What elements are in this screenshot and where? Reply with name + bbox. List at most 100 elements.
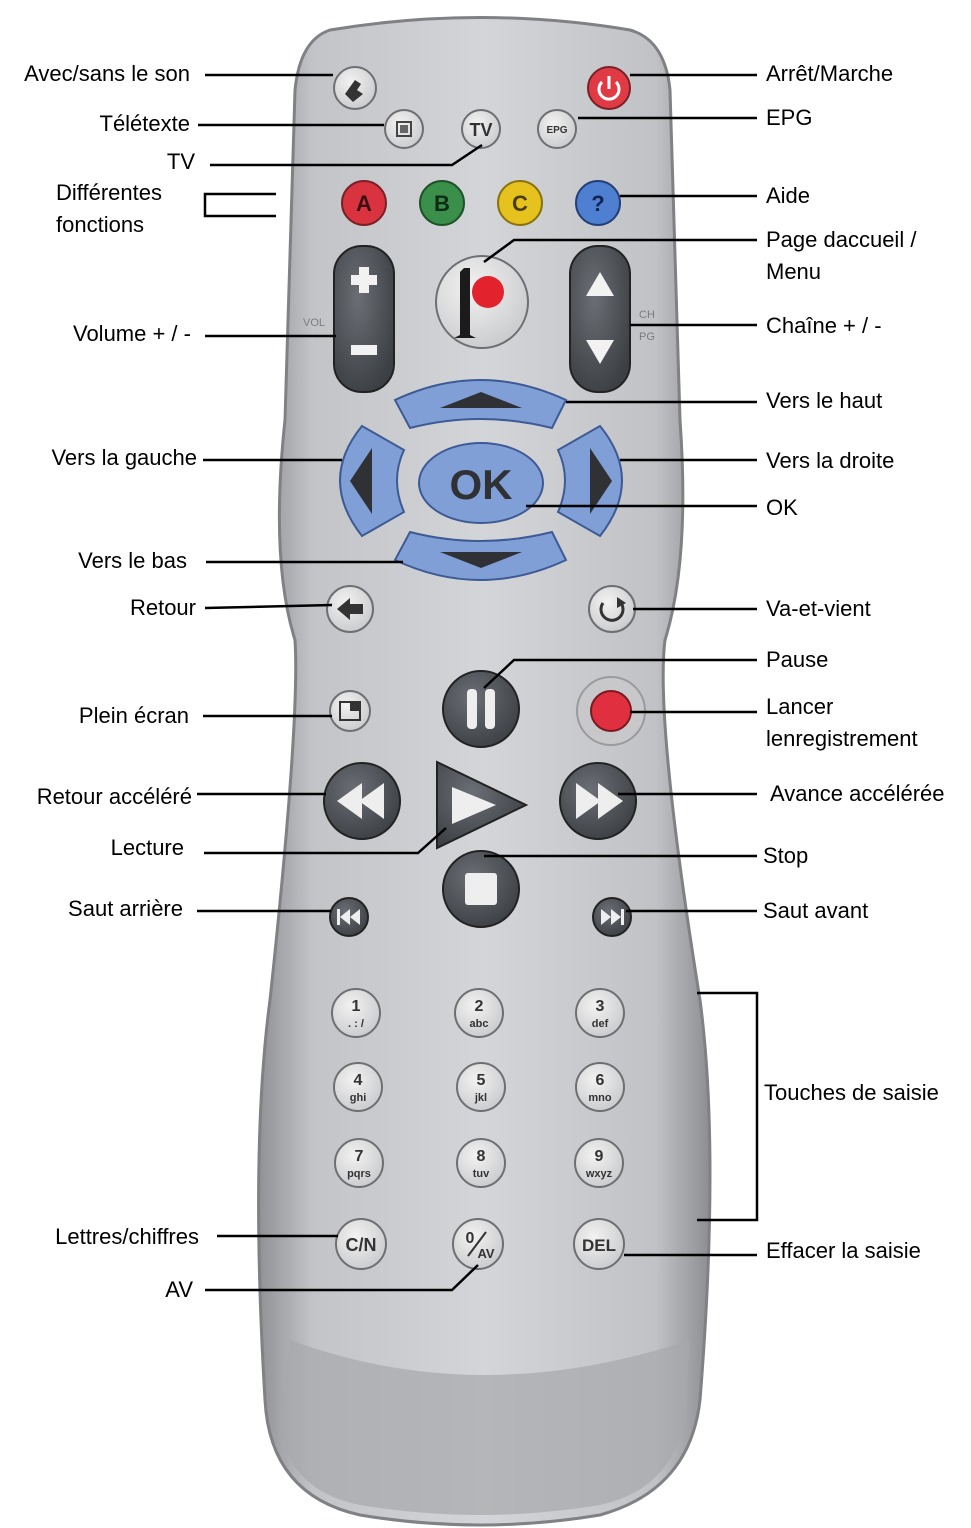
label-home-line1: Page daccueil / [766,227,917,252]
label-delete: Effacer la saisie [766,1238,921,1263]
key-8-letters: tuv [473,1168,490,1180]
record-button[interactable] [576,676,646,746]
channel-down-icon [586,340,614,364]
key-c-text: C [512,191,528,216]
fullscreen-button[interactable] [329,690,371,732]
ok-key-text: OK [450,461,513,508]
label-play: Lecture [110,835,184,860]
pause-button[interactable] [442,670,520,748]
av-key-av: AV [477,1246,494,1261]
help-button[interactable]: ? [575,180,621,226]
key-4-num: 4 [354,1072,363,1089]
key-7-num: 7 [355,1148,364,1165]
power-button[interactable] [587,66,631,110]
epg-button[interactable]: EPG [537,109,577,149]
stop-button[interactable] [442,850,520,928]
key-5[interactable]: 5 jkl [456,1062,506,1112]
label-av: AV [165,1277,193,1302]
channel-rocker[interactable] [569,245,631,393]
epg-key-text: EPG [546,125,567,136]
label-rewind: Retour accéléré [36,784,192,809]
label-functions-line1: Différentes [56,180,162,205]
skip-back-icon [337,909,360,925]
mute-button[interactable] [333,66,377,110]
key-2[interactable]: 2 abc [454,988,504,1038]
dpad: OK [339,379,623,581]
back-button[interactable] [326,585,374,633]
label-record-line1: Lancer [766,694,834,719]
key-5-letters: jkl [474,1092,487,1104]
label-fullscreen: Plein écran [78,703,189,728]
home-menu-button[interactable] [435,255,529,349]
key-a-text: A [356,191,372,216]
label-skip-back: Saut arrière [68,896,183,921]
back-arrow-icon [337,598,363,620]
label-tv: TV [166,149,195,174]
letters-digits-button[interactable]: C/N [335,1218,387,1270]
volume-rocker[interactable] [333,245,395,393]
key-7[interactable]: 7 pqrs [334,1138,384,1188]
arrow-left-icon [350,448,372,514]
teletext-icon [396,121,412,137]
skip-forward-button[interactable] [592,897,632,937]
rewind-icon [337,783,384,819]
key-4-letters: ghi [350,1092,367,1104]
help-key-text: ? [591,191,604,216]
key-8[interactable]: 8 tuv [456,1138,506,1188]
key-8-num: 8 [477,1148,486,1165]
label-input-keys: Touches de saisie [764,1080,939,1105]
play-button[interactable] [436,760,529,850]
remote-body [257,16,712,1527]
label-right: Vers la droite [766,448,895,473]
key-4[interactable]: 4 ghi [333,1062,383,1112]
label-down: Vers le bas [78,548,187,573]
key-9[interactable]: 9 wxyz [574,1138,624,1188]
label-pause: Pause [766,647,829,672]
key-1-num: 1 [352,998,361,1015]
remote-bottom-panel [280,1340,690,1515]
label-epg: EPG [766,105,813,130]
color-key-c[interactable]: C [497,180,543,226]
minus-icon [351,345,377,355]
ch-print: CH [639,309,655,321]
label-stop: Stop [763,843,809,868]
label-functions-line2: fonctions [56,212,145,237]
key-6[interactable]: 6 mno [575,1062,625,1112]
fast-forward-button[interactable] [559,762,637,840]
pg-print: PG [639,331,655,343]
leader-lines [197,73,759,1292]
key-1[interactable]: 1 . : / [331,988,381,1038]
toggle-button[interactable] [588,585,636,633]
stop-icon [465,873,497,905]
mute-icon [345,80,363,102]
color-key-a[interactable]: A [341,180,387,226]
label-up: Vers le haut [766,388,883,413]
label-volume: Volume + / - [72,321,191,346]
teletext-button[interactable] [384,109,424,149]
key-2-num: 2 [475,998,484,1015]
arrow-down-icon [440,552,522,568]
ok-button[interactable]: OK [418,442,544,524]
delete-button[interactable]: DEL [573,1218,625,1270]
pause-icon [467,689,495,729]
label-teletext: Télétexte [99,111,191,136]
refresh-icon [599,602,625,622]
channel-up-icon [586,272,614,296]
del-key-text: DEL [582,1236,616,1255]
tv-key-text: TV [469,120,492,140]
label-back: Retour [129,595,196,620]
color-key-b[interactable]: B [419,180,465,226]
skip-back-button[interactable] [329,897,369,937]
skip-forward-icon [601,909,624,925]
key-b-text: B [434,191,450,216]
label-record-line2: lenregistrement [766,726,918,751]
key-3[interactable]: 3 def [575,988,625,1038]
rewind-button[interactable] [323,762,401,840]
key-3-letters: def [592,1018,609,1030]
key-7-letters: pqrs [347,1168,371,1180]
power-icon [597,80,621,101]
av-button[interactable]: 0 AV [452,1218,504,1270]
fast-forward-icon [576,783,623,819]
av-key-zero: 0 [466,1230,475,1247]
tv-button[interactable]: TV [461,109,501,149]
